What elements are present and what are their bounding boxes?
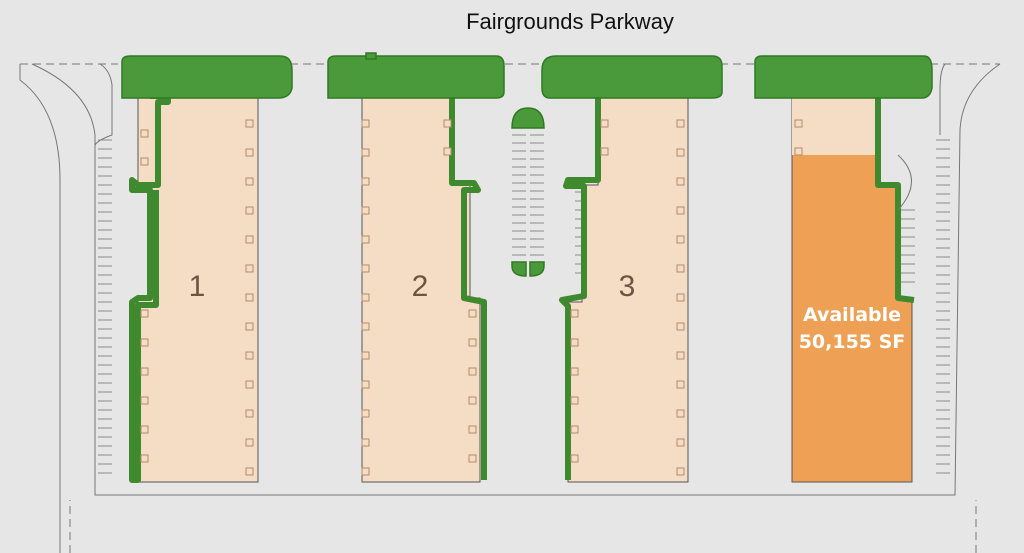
dock-door <box>245 235 254 244</box>
dock-door <box>245 148 254 157</box>
dock-door <box>361 264 370 273</box>
dock-door <box>245 264 254 273</box>
available-space-label[interactable]: Available 50,155 SF <box>790 302 914 356</box>
dock-door <box>361 467 370 476</box>
building-2-number[interactable]: 2 <box>411 270 429 303</box>
dock-door <box>468 425 477 434</box>
dock-door <box>676 206 685 215</box>
dock-door <box>676 235 685 244</box>
dock-door <box>676 467 685 476</box>
dock-door <box>361 206 370 215</box>
dock-door <box>570 309 579 318</box>
dock-door <box>570 425 579 434</box>
dock-door <box>361 148 370 157</box>
building-3-number[interactable]: 3 <box>618 270 636 303</box>
dock-door <box>140 157 149 166</box>
dock-door <box>676 177 685 186</box>
building-1-number[interactable]: 1 <box>188 270 206 303</box>
dock-door <box>361 351 370 360</box>
building-2 <box>361 95 487 483</box>
available-area: 50,155 SF <box>798 331 906 353</box>
dock-door <box>468 309 477 318</box>
dock-door <box>245 119 254 128</box>
dock-door <box>140 129 149 138</box>
dock-door <box>676 409 685 418</box>
dock-door <box>245 409 254 418</box>
dock-door <box>140 367 149 376</box>
dock-door <box>361 409 370 418</box>
dock-door <box>443 119 452 128</box>
dock-door <box>468 454 477 463</box>
dock-door <box>361 438 370 447</box>
dock-door <box>245 177 254 186</box>
dock-door <box>570 367 579 376</box>
dock-door <box>245 467 254 476</box>
dock-door <box>468 396 477 405</box>
dock-door <box>794 147 803 156</box>
building-1 <box>129 93 259 483</box>
dock-door <box>140 338 149 347</box>
dock-door <box>245 351 254 360</box>
dock-door <box>361 177 370 186</box>
dock-door <box>570 338 579 347</box>
dock-door <box>676 119 685 128</box>
dock-door <box>600 147 609 156</box>
dock-door <box>245 380 254 389</box>
dock-door <box>676 351 685 360</box>
dock-door <box>361 380 370 389</box>
dock-door <box>443 147 452 156</box>
dock-doors <box>140 119 803 476</box>
dock-door <box>676 293 685 302</box>
dock-door <box>676 264 685 273</box>
dock-door <box>245 438 254 447</box>
landscape-islands <box>121 52 933 277</box>
dock-door <box>468 338 477 347</box>
dock-door <box>676 322 685 331</box>
road-label: Fairgrounds Parkway <box>466 9 674 34</box>
dock-door <box>361 293 370 302</box>
available-label: Available <box>802 304 902 326</box>
building-4 <box>791 95 915 483</box>
dock-door <box>361 235 370 244</box>
dock-door <box>600 119 609 128</box>
dock-door <box>468 367 477 376</box>
dock-door <box>676 438 685 447</box>
dock-door <box>570 454 579 463</box>
drive-lines <box>19 63 1001 553</box>
dock-door <box>361 322 370 331</box>
dock-door <box>676 148 685 157</box>
dock-door <box>140 396 149 405</box>
dock-door <box>140 454 149 463</box>
dock-door <box>245 206 254 215</box>
dock-door <box>361 119 370 128</box>
dock-door <box>794 119 803 128</box>
dock-door <box>140 425 149 434</box>
dock-door <box>570 396 579 405</box>
dock-door <box>140 309 149 318</box>
dock-door <box>245 293 254 302</box>
building-3 <box>559 95 689 483</box>
dock-door <box>676 380 685 389</box>
dock-door <box>245 322 254 331</box>
